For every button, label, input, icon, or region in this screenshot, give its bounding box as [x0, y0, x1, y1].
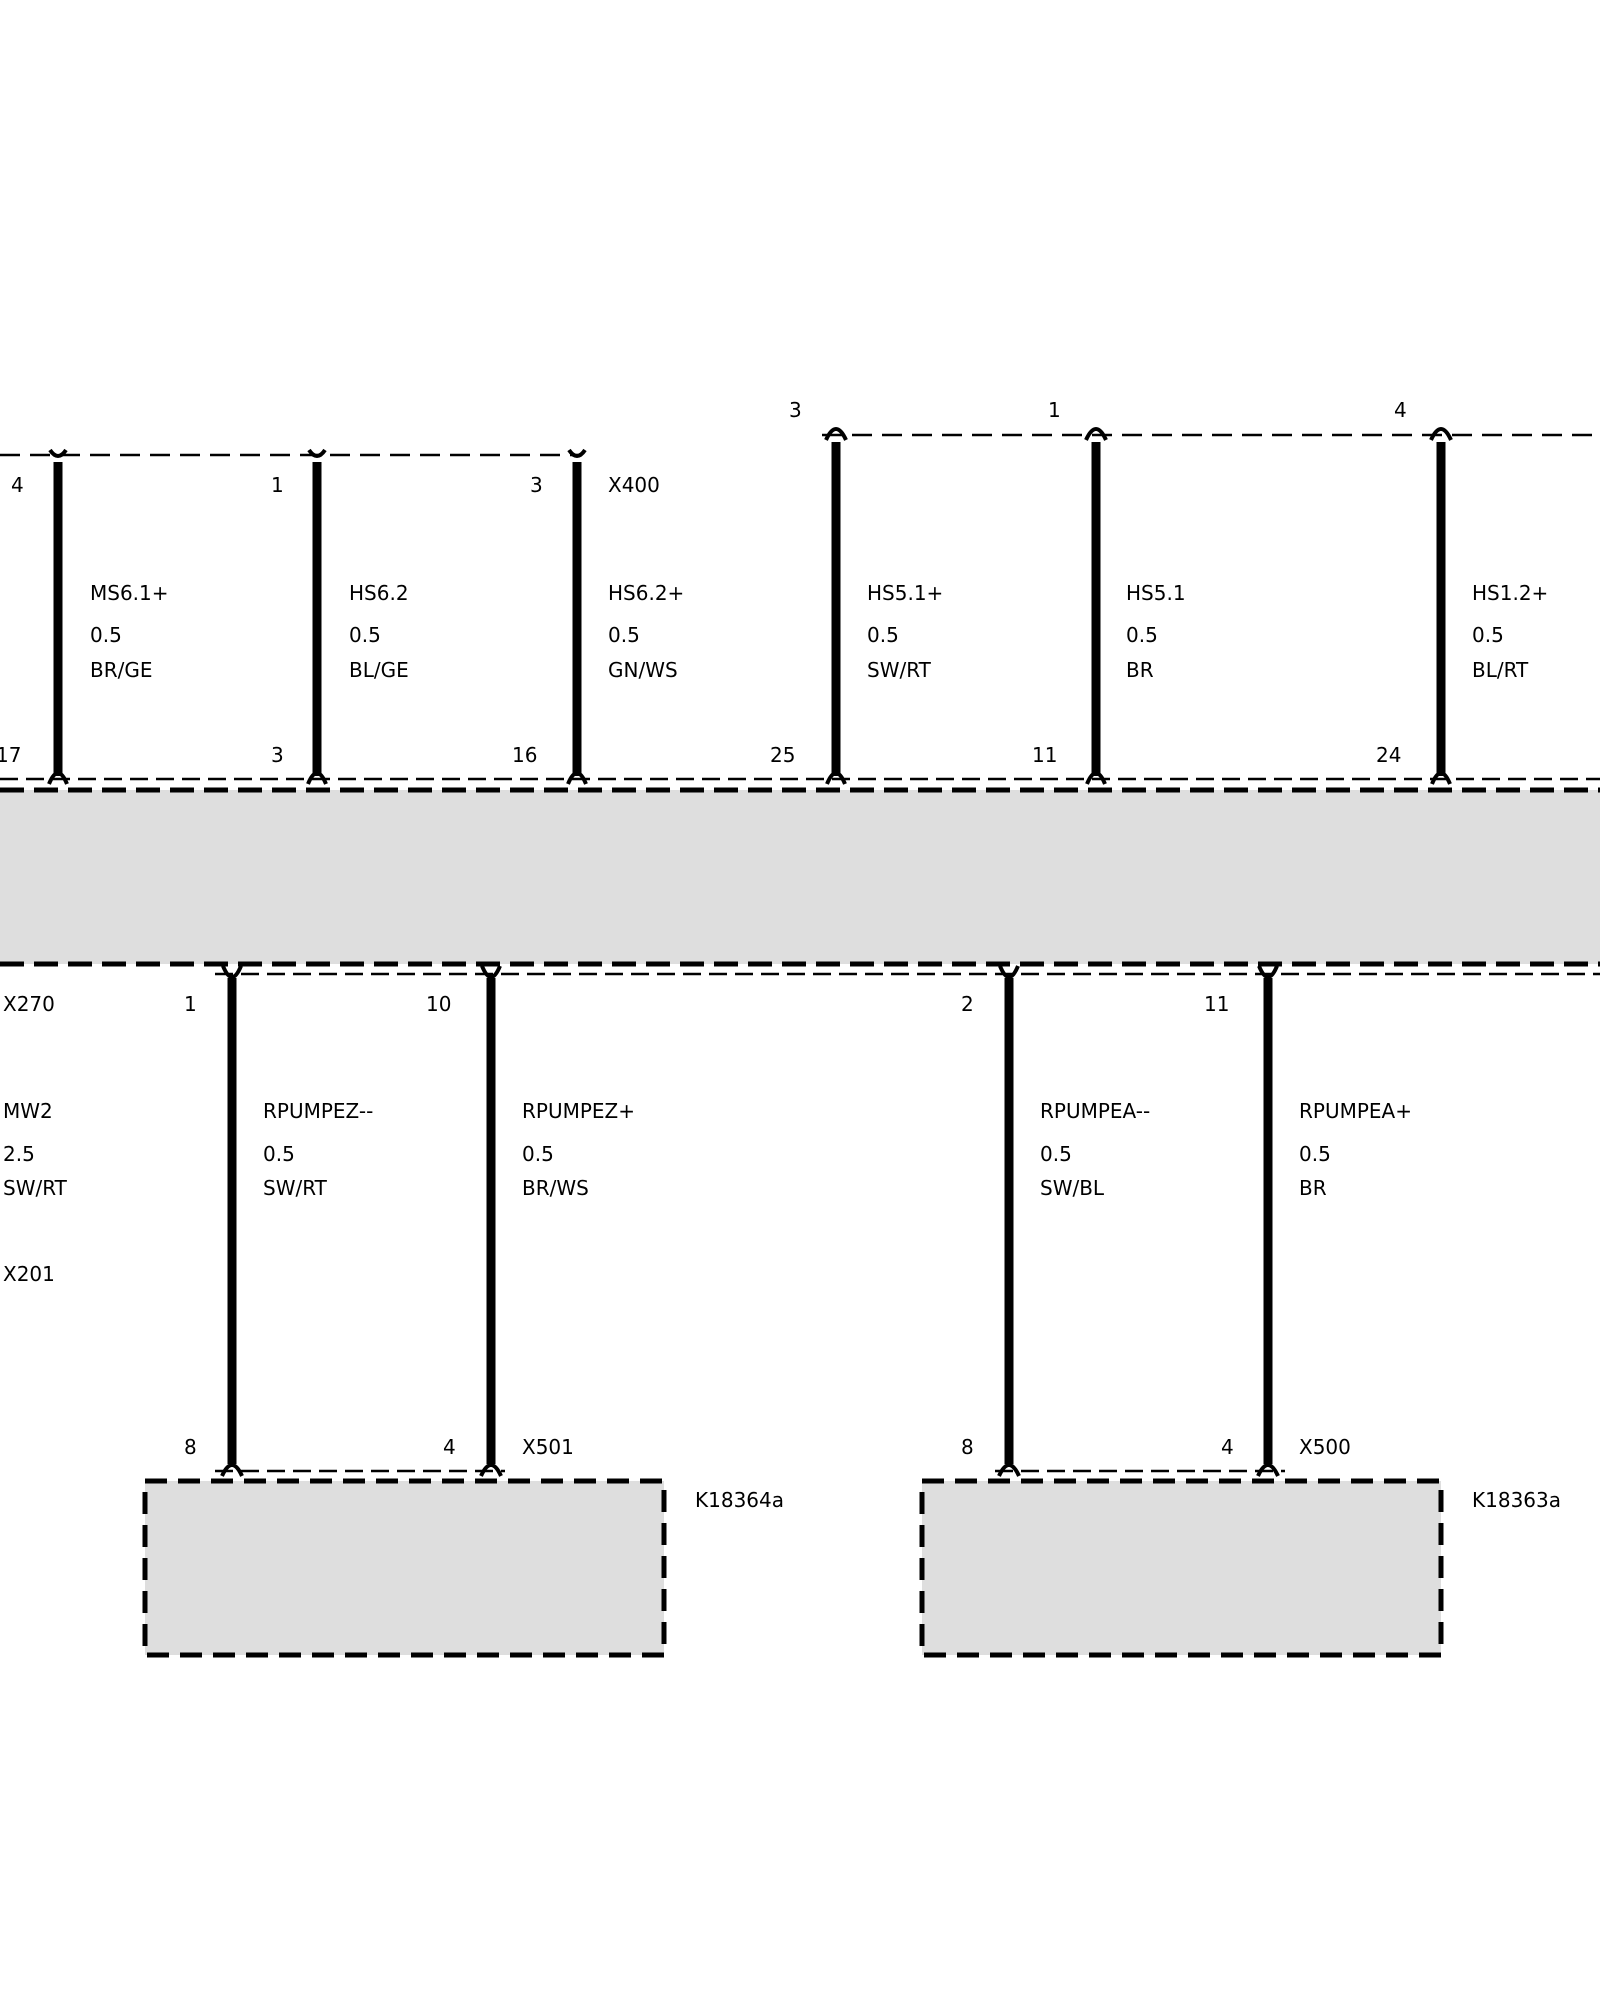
gauge-label: 0.5 [522, 1142, 554, 1166]
pin-label: 3 [789, 398, 802, 422]
component-box-k18364a [142, 1478, 667, 1658]
gauge-label: 0.5 [1472, 623, 1504, 647]
pin-label: 2 [961, 992, 974, 1016]
signal-label: RPUMPEA+ [1299, 1099, 1412, 1123]
signal-label: MS6.1+ [90, 581, 169, 605]
color-label: BR/GE [90, 658, 153, 682]
pin-label: 1 [271, 473, 284, 497]
color-label: SW/BL [1040, 1176, 1105, 1200]
pin-label: 3 [271, 743, 284, 767]
color-label: BR [1126, 658, 1154, 682]
signal-label: HS6.2+ [608, 581, 684, 605]
signal-label: RPUMPEZ+ [522, 1099, 635, 1123]
pin-label: 25 [770, 743, 795, 767]
signal-label: HS1.2+ [1472, 581, 1548, 605]
color-label: SW/RT [867, 658, 932, 682]
gauge-label: 0.5 [1299, 1142, 1331, 1166]
signal-label: HS5.1+ [867, 581, 943, 605]
pin-label: 4 [11, 473, 24, 497]
pin-label: 1 [1048, 398, 1061, 422]
pin-label: 17 [0, 743, 21, 767]
gauge-label: 0.5 [867, 623, 899, 647]
component-label-k18364a: K18364a [695, 1488, 784, 1512]
gauge-label: 0.5 [1040, 1142, 1072, 1166]
pin-label: 8 [184, 1435, 197, 1459]
gauge-label: 0.5 [608, 623, 640, 647]
wire-rpumpea-minus [997, 965, 1021, 1477]
color-label: BL/GE [349, 658, 409, 682]
pin-label: 8 [961, 1435, 974, 1459]
color-label: BL/RT [1472, 658, 1529, 682]
color-label: BR [1299, 1176, 1327, 1200]
signal-label: MW2 [3, 1099, 53, 1123]
wire-rpumpez-plus [479, 965, 503, 1477]
gauge-label: 0.5 [90, 623, 122, 647]
wire-rpumpea-plus [1256, 965, 1280, 1477]
pin-label: 3 [530, 473, 543, 497]
component-box-k18363a [919, 1478, 1444, 1658]
color-label: GN/WS [608, 658, 678, 682]
color-label: SW/RT [263, 1176, 328, 1200]
wire-hs5-1 [1084, 427, 1108, 785]
pin-label: 16 [512, 743, 537, 767]
wire-rpumpez-minus [220, 965, 244, 1477]
pin-label: 11 [1204, 992, 1229, 1016]
color-label: BR/WS [522, 1176, 589, 1200]
signal-label: HS5.1 [1126, 581, 1186, 605]
color-label: SW/RT [3, 1176, 68, 1200]
connector-label-x501: X501 [522, 1435, 574, 1459]
component-label-k18363a: K18363a [1472, 1488, 1561, 1512]
gauge-label: 0.5 [349, 623, 381, 647]
gauge-label: 0.5 [263, 1142, 295, 1166]
wire-hs1-2-plus [1429, 427, 1453, 785]
connector-label-x400: X400 [608, 473, 660, 497]
control-unit-body [0, 790, 1600, 964]
pin-label: 4 [1221, 1435, 1234, 1459]
connector-label-x201: X201 [3, 1262, 55, 1286]
pin-label: 4 [1394, 398, 1407, 422]
signal-label: RPUMPEA-- [1040, 1099, 1150, 1123]
pin-label: 1 [184, 992, 197, 1016]
signal-label: HS6.2 [349, 581, 409, 605]
signal-label: RPUMPEZ-- [263, 1099, 373, 1123]
wire-ms6-1 [47, 448, 69, 785]
pin-label: 11 [1032, 743, 1057, 767]
gauge-label: 2.5 [3, 1142, 35, 1166]
pin-label: 4 [443, 1435, 456, 1459]
gauge-label: 0.5 [1126, 623, 1158, 647]
pin-label: 24 [1376, 743, 1401, 767]
connector-label-x500: X500 [1299, 1435, 1351, 1459]
wire-hs6-2 [306, 448, 328, 785]
wire-hs6-2-plus [566, 448, 588, 785]
pin-label: 10 [426, 992, 451, 1016]
wire-hs5-1-plus [824, 427, 848, 785]
connector-label-x270: X270 [3, 992, 55, 1016]
